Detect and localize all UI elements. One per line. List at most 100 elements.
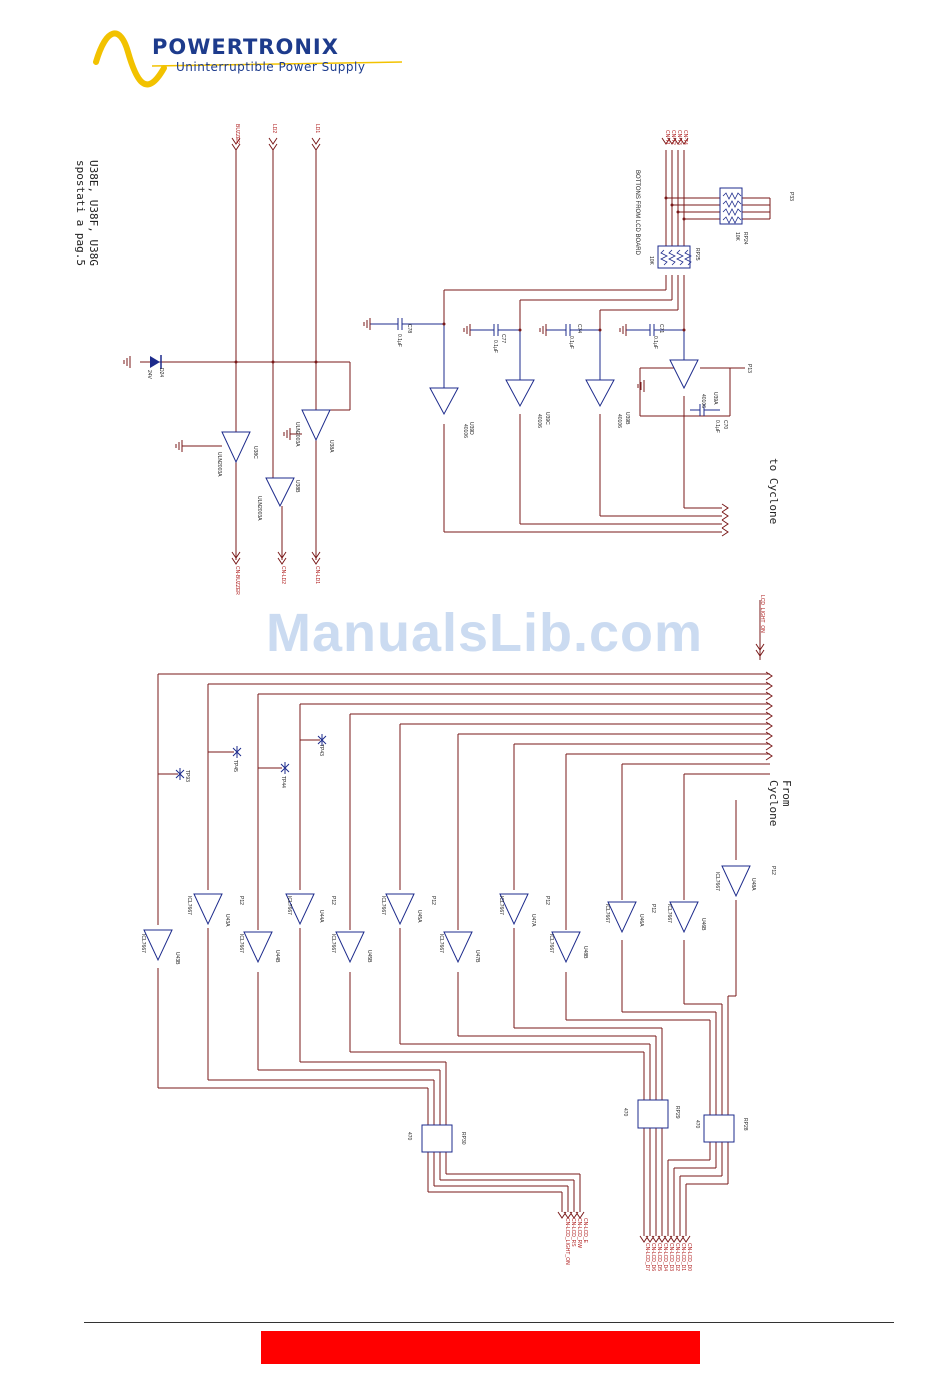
- tp43-icon: [317, 734, 327, 746]
- label-u39d: U39D: [468, 422, 474, 435]
- net-ld1: LD1: [314, 124, 320, 134]
- label-rp25: RP25: [694, 248, 700, 261]
- label-rp24-value: 10K: [734, 232, 740, 241]
- u46a-buffer-symbol: [607, 901, 637, 934]
- label-u46b: U46B: [700, 918, 706, 931]
- net-cn-lcd-e: CN-LCD_E: [582, 1218, 588, 1244]
- u48b-buffer-symbol: [551, 931, 581, 964]
- label-u38b-type: ULN2003A: [256, 496, 262, 521]
- label-tp93: TP93: [184, 770, 190, 782]
- label-p13: P13: [746, 364, 752, 373]
- label-u47a: U47A: [530, 914, 536, 927]
- label-u39b: U39B: [624, 412, 630, 425]
- label-u39c: U39C: [544, 412, 550, 425]
- label-u39a: U39A: [712, 392, 718, 405]
- label-c70: C70: [722, 420, 728, 430]
- u45b-buffer-symbol: [335, 931, 365, 964]
- label-rp28: RP28: [742, 1118, 748, 1131]
- label-u45a: U45A: [416, 910, 422, 923]
- label-rp28-value: 470: [694, 1120, 700, 1129]
- footer-bar: [261, 1331, 700, 1364]
- net-cn-buzzer: CN-BUZZER: [234, 566, 240, 595]
- net-buzzer: BUZZER: [234, 124, 240, 144]
- net-cn-lcd-d4: CN-LCD_D4: [662, 1243, 668, 1272]
- tp45-icon: [232, 746, 242, 758]
- u43b-buffer-symbol: [143, 929, 173, 962]
- label-c74-value: 0.1µF: [568, 336, 574, 349]
- label-u44a-type: ICL7667: [286, 896, 292, 915]
- u48a-buffer-symbol: [721, 865, 751, 898]
- label-tp43: TP43: [318, 744, 324, 756]
- brand-logo: POWERTRONIX Uninterruptible Power Supply: [92, 22, 412, 100]
- label-tp44: TP44: [280, 776, 286, 788]
- rp25-resnet-symbol: [657, 245, 691, 269]
- label-rp30-value: 470: [406, 1132, 412, 1141]
- swoosh-icon: [93, 30, 403, 88]
- label-u47a-type: ICL7667: [498, 896, 504, 915]
- u39c-schmitt-symbol: [505, 379, 535, 408]
- tp93-icon: [175, 768, 185, 780]
- label-u43b-type: ICL7667: [140, 934, 146, 953]
- net-arrows: [231, 137, 773, 1243]
- label-p33: P33: [788, 192, 794, 201]
- label-u38c-type: ULN2003A: [216, 452, 222, 477]
- label-u43a: U43A: [224, 914, 230, 927]
- label-u45a-type: ICL7667: [380, 896, 386, 915]
- label-u39c-type: 40106: [536, 414, 542, 428]
- label-p12-u47a: P12: [544, 896, 550, 905]
- components: [143, 187, 751, 1153]
- junction-dots: [234, 196, 686, 364]
- capacitors: [370, 318, 720, 416]
- brand-name: POWERTRONIX: [152, 35, 339, 59]
- u44b-buffer-symbol: [243, 931, 273, 964]
- label-u48a-type: ICL7667: [714, 872, 720, 891]
- label-u44a: U44A: [318, 910, 324, 923]
- label-rp30: RP30: [460, 1132, 466, 1145]
- u47a-buffer-symbol: [499, 893, 529, 926]
- label-p12-u43a: P12: [238, 896, 244, 905]
- label-u43b: U43B: [174, 952, 180, 965]
- label-u48b-type: ICL7667: [548, 934, 554, 953]
- resistor-zigzags: [660, 192, 742, 266]
- zener-diode-icon: [150, 355, 162, 369]
- label-u39d-type: 40106: [462, 424, 468, 438]
- label-rp29-value: 470: [622, 1108, 628, 1117]
- label-u47b: U47B: [474, 950, 480, 963]
- footer-divider: [84, 1322, 894, 1323]
- label-rp25-value: 10K: [648, 256, 654, 265]
- label-u45b: U45B: [366, 950, 372, 963]
- label-u46b-type: ICL7667: [666, 904, 672, 923]
- net-lcd-light-on: LCD_LIGHT_ON: [759, 595, 765, 633]
- label-tp45: TP45: [232, 760, 238, 772]
- rp24-resnet-symbol: [719, 187, 743, 225]
- u47b-buffer-symbol: [443, 931, 473, 964]
- label-u45b-type: ICL7667: [330, 934, 336, 953]
- label-c78: C78: [406, 324, 412, 334]
- u38c-driver-symbol: [221, 431, 251, 464]
- label-u43a-type: ICL7667: [186, 896, 192, 915]
- u39b-schmitt-symbol: [585, 379, 615, 408]
- label-u39a-type: 40106: [700, 394, 706, 408]
- net-cn-lcd-d0: CN-LCD_D0: [686, 1243, 692, 1272]
- net-cn-lcd-d1: CN-LCD_D1: [680, 1243, 686, 1272]
- label-u38a-type: ULN2003A: [294, 422, 300, 447]
- label-c78-value: 0.1µF: [396, 334, 402, 347]
- label-u38c: U38C: [252, 446, 258, 459]
- label-c77-value: 0.1µF: [492, 340, 498, 353]
- rp30-resnet-symbol: [421, 1124, 453, 1153]
- label-rp29: RP29: [674, 1106, 680, 1119]
- net-cn-ld2: CN-LD2: [280, 566, 286, 585]
- u39a-schmitt-symbol: [669, 359, 699, 390]
- net-cn-lcd-rw: CN-LCD_RW: [576, 1218, 582, 1248]
- u38b-driver-symbol: [265, 477, 295, 508]
- tp44-icon: [280, 762, 290, 774]
- net-cn-lcd-d2: CN-LCD_D2: [674, 1243, 680, 1272]
- label-p12-u48a: P12: [770, 866, 776, 875]
- label-d24-value: 24V: [146, 370, 152, 379]
- testpoint-icons: [158, 734, 327, 780]
- u38a-driver-symbol: [301, 409, 331, 442]
- ground-symbols: [123, 318, 645, 452]
- label-u38a: U38A: [328, 440, 334, 453]
- label-u48a: U48A: [750, 878, 756, 891]
